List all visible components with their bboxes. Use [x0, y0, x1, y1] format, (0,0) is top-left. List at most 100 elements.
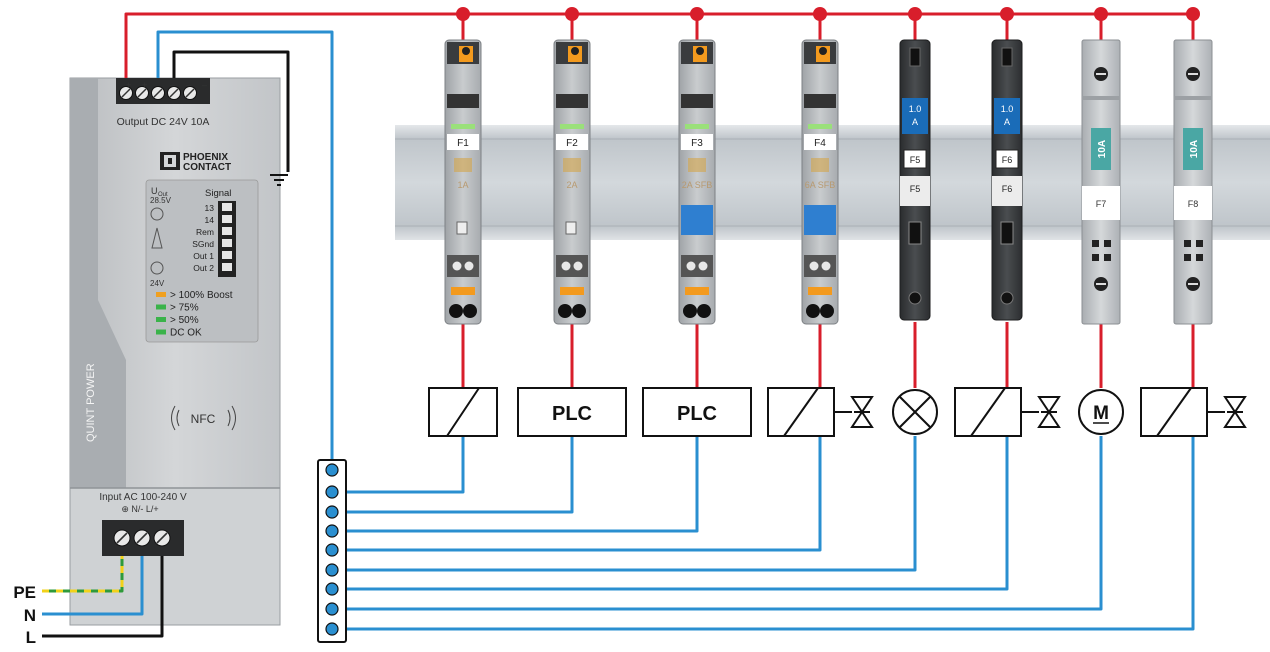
breaker-tag: F6 [1002, 155, 1013, 165]
load-return-wire [332, 436, 574, 514]
terminal-screw-icon[interactable] [806, 304, 820, 318]
distribution-point [325, 543, 339, 557]
potentiometer-icon[interactable] [150, 207, 164, 221]
breaker-tag-lower: F5 [910, 184, 921, 194]
fuse-unit: A [912, 117, 918, 127]
distribution-point [325, 582, 339, 596]
signal-pin-label: 14 [205, 215, 215, 225]
input-label: Input AC 100-240 V [99, 492, 187, 503]
signal-pin [222, 239, 232, 247]
junction-dot [565, 7, 579, 21]
junction-dot [456, 7, 470, 21]
button-icon[interactable] [819, 47, 827, 55]
signal-pin-label: Out 2 [193, 263, 214, 273]
signal-pin-label: SGnd [192, 239, 214, 249]
switch-lever[interactable] [681, 205, 713, 235]
svg-text:24V: 24V [150, 279, 165, 288]
motor-label: M [1093, 403, 1109, 424]
junction-dot [908, 7, 922, 21]
status-led [560, 124, 584, 129]
button-icon[interactable] [696, 47, 704, 55]
distribution-point [325, 524, 339, 538]
polarity-mark: + [142, 80, 147, 90]
status-led [451, 124, 475, 129]
uout-value: 28.5V [150, 196, 172, 205]
signal-pin [222, 227, 232, 235]
signal-pin [222, 251, 232, 259]
terminal-screw-icon[interactable] [683, 304, 697, 318]
input-terminal-labels: ⊕ N/- L/+ [121, 504, 158, 514]
signal-pin-label: Out 1 [193, 251, 214, 261]
phoenix-mini-logo-icon [454, 158, 472, 172]
load-return-wire [332, 436, 699, 533]
terminal-screw-icon[interactable] [820, 304, 834, 318]
load-return-wire [332, 436, 822, 552]
product-name: QUINT POWER [85, 363, 97, 442]
tag-plate [804, 134, 836, 150]
terminal-screw-icon[interactable] [697, 304, 711, 318]
switch-lever[interactable] [565, 221, 577, 235]
terminal-screw-icon[interactable] [908, 291, 922, 305]
fuse-insert [902, 98, 928, 134]
negative-feed-wire [156, 30, 334, 460]
terminal-screw-icon[interactable] [1000, 291, 1014, 305]
terminal-screw-icon[interactable] [558, 304, 572, 318]
fuse-rating: 10A [1189, 140, 1200, 158]
solenoid-coil-icon [767, 387, 835, 437]
supply-label-n: N [24, 606, 36, 625]
junction-dot [1000, 7, 1014, 21]
terminal-screw-icon[interactable] [463, 304, 477, 318]
junction-dot [1186, 7, 1200, 21]
switch-lever[interactable] [456, 221, 468, 235]
distribution-point [325, 602, 339, 616]
breaker-rating: 6A SFB [805, 180, 836, 190]
breaker-module [678, 39, 716, 325]
switch-lever[interactable] [804, 205, 836, 235]
load-return-wire [332, 436, 465, 494]
load-return-wire [332, 436, 1195, 631]
status-led-label: > 100% Boost [170, 290, 233, 301]
output-label: Output DC 24V 10A [117, 116, 210, 128]
nfc-icon: NFC [171, 405, 236, 431]
power-supply: ++––– Output DC 24V 10A PHOENIX CONTACT … [69, 77, 281, 626]
signal-pin [222, 215, 232, 223]
svg-text:CONTACT: CONTACT [183, 162, 231, 173]
svg-text:Out: Out [158, 192, 168, 198]
button-icon[interactable] [462, 47, 470, 55]
distribution-point [325, 563, 339, 577]
positive-bus-wire [124, 12, 1195, 78]
breaker-tag: F5 [910, 155, 921, 165]
breaker-f7[interactable]: 10A F7 [1081, 39, 1121, 325]
button-icon[interactable] [571, 47, 579, 55]
supply-label-l: L [26, 628, 36, 647]
signal-pin [222, 263, 232, 271]
supply-label-pe: PE [13, 583, 36, 602]
load-6 [954, 387, 1061, 437]
junction-dot [813, 7, 827, 21]
plc-label: PLC [677, 403, 717, 425]
breaker-tag: F7 [1096, 199, 1107, 209]
fuse-rating: 1.0 [1001, 104, 1014, 114]
signal-pin-label: 13 [205, 203, 215, 213]
terminal-screw-icon[interactable] [572, 304, 586, 318]
fuse-insert [994, 98, 1020, 134]
terminal-screw-icon[interactable] [449, 304, 463, 318]
tag-plate [556, 134, 588, 150]
breaker-rating: 1A [457, 180, 468, 190]
tag-plate [1082, 186, 1120, 220]
tag-plate [903, 149, 927, 169]
status-led-label: > 75% [170, 303, 199, 314]
svg-text:NFC: NFC [191, 412, 216, 426]
fuse-rating: 10A [1097, 140, 1108, 158]
tag-plate [681, 134, 713, 150]
ground-wire [172, 50, 290, 172]
fuse-holder [1081, 39, 1121, 325]
load-1 [428, 387, 498, 437]
